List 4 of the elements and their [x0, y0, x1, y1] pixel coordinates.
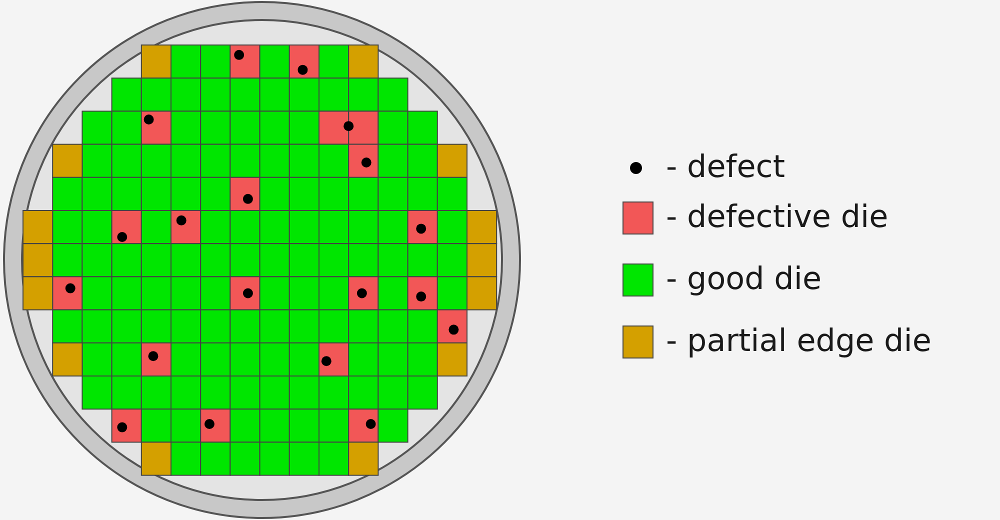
- legend-label: - partial edge die: [666, 323, 932, 359]
- legend-label: - defective die: [666, 199, 888, 235]
- legend-label: - defect: [666, 149, 785, 185]
- legend-label: - good die: [666, 261, 822, 297]
